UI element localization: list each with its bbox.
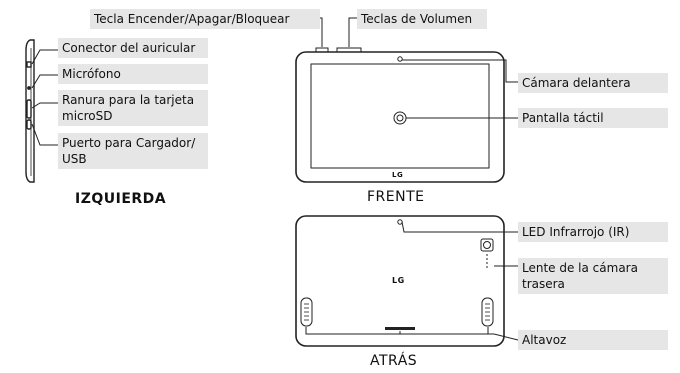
touch-target xyxy=(393,111,407,125)
label-front-camera: Cámara delantera xyxy=(518,73,668,93)
back-leader-lines xyxy=(305,221,519,341)
right-speaker-grille xyxy=(481,297,494,327)
microsd-slot-shape xyxy=(26,99,32,119)
label-power-key: Tecla Encender/Apagar/Bloquear xyxy=(90,9,320,29)
usb-port-shape xyxy=(26,119,32,130)
label-volume-keys: Teclas de Volumen xyxy=(357,9,487,29)
left-side-view xyxy=(25,39,35,183)
front-view xyxy=(295,47,505,183)
label-ir-led: LED Infrarrojo (IR) xyxy=(518,222,668,242)
front-camera-lens xyxy=(397,56,403,62)
front-leader-lines xyxy=(320,17,518,119)
microphone-hole xyxy=(27,86,31,90)
label-headset-jack: Conector del auricular xyxy=(58,38,208,58)
label-microsd-slot: Ranura para la tarjeta microSD xyxy=(58,90,208,126)
tablet-front-body xyxy=(295,51,505,183)
back-logo: LG xyxy=(392,276,405,285)
power-key-shape xyxy=(315,47,329,53)
tablet-back-body xyxy=(295,215,505,347)
rear-camera-housing xyxy=(480,238,494,252)
caption-left: IZQUIERDA xyxy=(75,191,167,207)
tablet-front-screen xyxy=(310,63,490,169)
label-touchscreen: Pantalla táctil xyxy=(518,108,668,128)
left-leader-lines xyxy=(31,49,58,146)
ir-led-shape xyxy=(397,219,403,225)
label-speaker: Altavoz xyxy=(518,330,668,350)
label-microphone: Micrófono xyxy=(58,64,208,84)
back-view xyxy=(295,215,505,347)
label-rear-camera-lens: Lente de la cámara trasera xyxy=(518,258,668,294)
rear-camera-lens-shape xyxy=(483,241,491,249)
label-charger-port: Puerto para Cargador/ USB xyxy=(58,133,208,169)
touch-target-inner xyxy=(396,114,404,122)
headset-jack-port xyxy=(26,61,32,68)
caption-front: FRENTE xyxy=(367,189,425,205)
caption-back: ATRÁS xyxy=(370,353,418,369)
back-regulatory-marks xyxy=(385,327,415,330)
left-speaker-grille xyxy=(300,297,313,327)
volume-keys-shape xyxy=(336,47,362,53)
front-logo: LG xyxy=(392,171,404,179)
